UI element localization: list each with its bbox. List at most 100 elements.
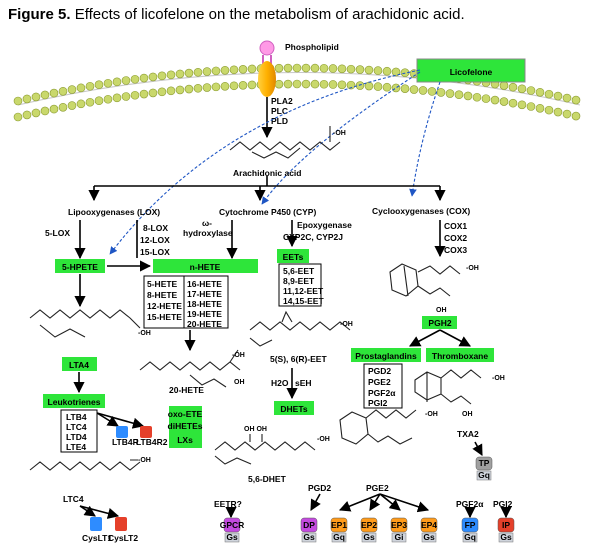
membrane-bead [76, 99, 86, 109]
lt-list-box [60, 409, 98, 453]
hete-15: 15-HETE [147, 312, 182, 322]
receptor-ep2-name: EP2 [361, 520, 377, 530]
membrane-bead [373, 82, 383, 91]
dhets-label: DHETs [280, 404, 308, 414]
membrane-bead [508, 82, 518, 92]
membrane-bead [94, 96, 104, 106]
aa-oh-label: -OH [333, 130, 346, 137]
membrane-bead [139, 89, 149, 99]
membrane-bead [337, 80, 347, 90]
membrane-bead [130, 74, 140, 84]
pgh2-structure [389, 263, 461, 297]
cyslt2-icon [115, 517, 127, 531]
receptor-ep1-name: EP1 [331, 520, 347, 530]
cyp-isoforms: CYP2C, CYP2J [283, 232, 343, 242]
membrane-bead [85, 81, 95, 91]
cyslt1-label: CysLT1 [82, 533, 112, 543]
receptor-tp-gprotein: Gq [478, 470, 490, 480]
membrane-bead [319, 79, 329, 89]
membrane-bead [490, 95, 500, 105]
lta4-box [62, 357, 97, 371]
ltb4-arrow-2 [96, 412, 145, 429]
hydroxylase-label: hydroxylase [183, 228, 233, 238]
membrane-bead [292, 79, 302, 89]
membrane-bead [58, 102, 68, 112]
membrane-bead [562, 93, 572, 103]
membrane-bead [436, 88, 446, 97]
eet56-structure [249, 310, 351, 347]
txa2-label: TXA2 [457, 429, 479, 439]
membrane-bead [517, 100, 527, 110]
membrane-bead [544, 105, 554, 115]
membrane-bead [67, 101, 77, 110]
hete-18: 18-HETE [187, 299, 222, 309]
lxs: LXs [177, 435, 193, 445]
arachidonic-acid-structure [229, 126, 341, 159]
twenty-hete-label: 20-HETE [169, 385, 204, 395]
membrane-bead [121, 92, 131, 101]
membrane-bead [58, 86, 68, 96]
membrane-bead [409, 85, 419, 94]
lta4-label: LTA4 [69, 360, 89, 370]
twenty-hete-structure [139, 349, 241, 388]
membrane-bead [571, 111, 581, 121]
eet-56: 5,6-EET [283, 266, 315, 276]
txa2-arrow [472, 441, 483, 456]
nhete-box [153, 259, 258, 273]
eet56-label: 5(S), 6(R)-EET [270, 354, 327, 364]
ltc4-arrow-2 [79, 505, 120, 519]
membrane-bead [202, 67, 212, 76]
lt-ltb4: LTB4 [66, 412, 87, 422]
membrane-bead [319, 63, 329, 73]
membrane-bead [238, 81, 248, 90]
membrane-bead [472, 92, 482, 102]
receptor-ep3-name: EP3 [391, 520, 407, 530]
leukotrienes-box [43, 394, 105, 408]
membrane-bead [40, 90, 50, 100]
membrane-bead [130, 90, 140, 100]
membrane-bead [346, 64, 356, 74]
hete-16: 16-HETE [187, 279, 222, 289]
pg-pgf2a: PGF2α [368, 388, 396, 398]
receptor-ep3-gprotein: Gi [395, 532, 404, 542]
membrane-bead [553, 91, 563, 101]
membrane-bead [220, 65, 230, 75]
pgh2-to-tx-arrow [439, 329, 471, 347]
txa2-oh: OH [462, 411, 473, 418]
seh-label: sEH [295, 378, 312, 388]
pgd2-label: PGD2 [308, 483, 331, 493]
hpete-label: 5-HPETE [62, 262, 98, 272]
membrane-bead [337, 64, 347, 74]
phospholipid-label: Phospholipid [285, 42, 339, 52]
membrane-bead [499, 81, 509, 90]
eet-89: 8,9-EET [283, 276, 315, 286]
receptor-ep1-gprotein: Gq [333, 532, 345, 542]
membrane-bead [166, 70, 176, 80]
eet56-oh: -OH [340, 321, 353, 328]
receptor-tp-name: TP [479, 458, 490, 468]
receptor-ep4-name: EP4 [421, 520, 437, 530]
membrane-bead [148, 72, 158, 82]
membrane-bead [418, 86, 428, 95]
twenty-hete-oh-end: OH [234, 379, 245, 386]
membrane-bead [517, 84, 527, 94]
pg-pgd2: PGD2 [368, 366, 391, 376]
membrane-bead [382, 82, 392, 92]
membrane-bead [157, 71, 167, 81]
receptor-gpcr-name: GPCR [220, 520, 245, 530]
membrane-bead [355, 81, 365, 90]
dhet56-structure [214, 434, 316, 465]
leukotrienes-label: Leukotrienes [48, 397, 101, 407]
lt-ltc4: LTC4 [66, 422, 87, 432]
figure-title: Figure 5. Effects of licofelone on the m… [8, 6, 465, 23]
membrane-bead [40, 106, 50, 116]
lta4-structure [29, 309, 141, 338]
membrane-bead [139, 73, 149, 83]
receptor-ip-name: IP [502, 520, 510, 530]
hpete-box [55, 259, 105, 273]
membrane-bead [49, 104, 59, 114]
